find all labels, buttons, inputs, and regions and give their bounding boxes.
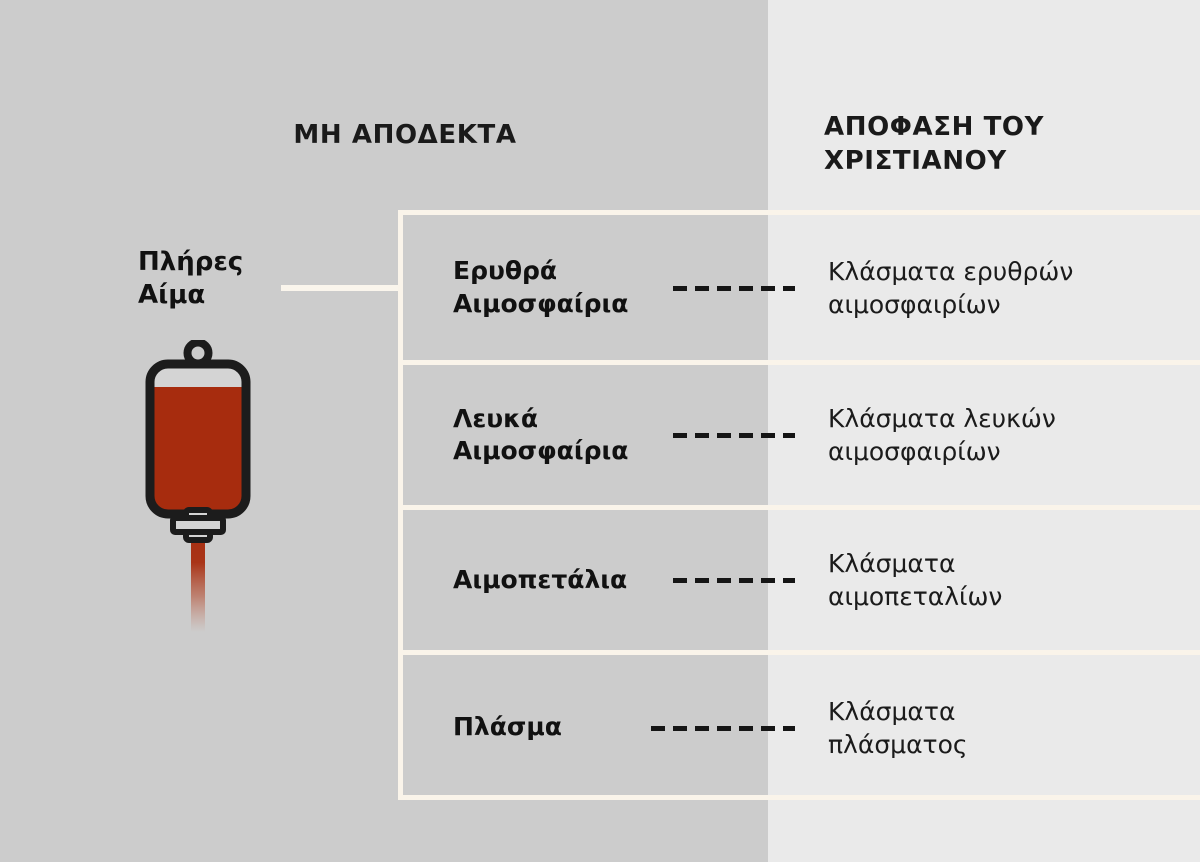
component-label: Αιμοπετάλια: [453, 564, 627, 597]
right-panel-background: [768, 0, 1200, 862]
fraction-cell: Κλάσματα ερυθρών αιμοσφαιρίων: [769, 215, 1200, 360]
component-label-line1: Πλάσμα: [453, 712, 562, 742]
column-header-christian-decision-line1: ΑΠΟΦΑΣΗ ΤΟΥ: [824, 112, 1045, 142]
fraction-label-line1: Κλάσματα ερυθρών: [828, 256, 1074, 286]
component-label-line1: Ερυθρά: [453, 256, 558, 285]
dashed-connector: [673, 285, 795, 291]
fraction-label: Κλάσματα πλάσματος: [828, 695, 968, 761]
fraction-label-line1: Κλάσματα: [828, 549, 956, 578]
table-row: Ερυθρά Αιμοσφαίρια Κλάσματα ερυθρών αιμο…: [403, 215, 1200, 360]
component-cell: Αιμοπετάλια: [403, 510, 795, 650]
component-label-line2: Αιμοσφαίρια: [453, 436, 629, 465]
dashed-connector: [651, 725, 795, 731]
fraction-label-line2: αιμοπεταλίων: [828, 582, 1003, 611]
fraction-label-line2: αιμοσφαιρίων: [828, 289, 1001, 319]
fraction-cell: Κλάσματα αιμοπεταλίων: [769, 510, 1200, 650]
fraction-label-line1: Κλάσματα λευκών: [828, 404, 1056, 433]
column-header-christian-decision: ΑΠΟΦΑΣΗ ΤΟΥ ΧΡΙΣΤΙΑΝΟΥ: [824, 111, 1164, 179]
whole-blood-connector-line: [281, 285, 399, 291]
component-label: Πλάσμα: [453, 711, 562, 744]
component-label: Λευκά Αιμοσφαίρια: [453, 403, 628, 468]
whole-blood-label-line2: Αίμα: [138, 280, 206, 311]
fraction-label: Κλάσματα ερυθρών αιμοσφαιρίων: [828, 255, 1073, 321]
fraction-label-line2: πλάσματος: [828, 729, 968, 759]
dashed-connector: [673, 433, 795, 438]
component-label: Ερυθρά Αιμοσφαίρια: [453, 255, 628, 320]
fraction-label: Κλάσματα λευκών αιμοσφαιρίων: [828, 402, 1056, 468]
whole-blood-label: Πλήρες Αίμα: [138, 246, 288, 313]
component-cell: Ερυθρά Αιμοσφαίρια: [403, 215, 795, 360]
whole-blood-label-line1: Πλήρες: [138, 247, 244, 277]
column-header-not-acceptable: ΜΗ ΑΠΟΔΕΚΤΑ: [293, 120, 517, 150]
table-row: Αιμοπετάλια Κλάσματα αιμοπεταλίων: [403, 505, 1200, 650]
table-row: Πλάσμα Κλάσματα πλάσματος: [403, 650, 1200, 800]
dashed-connector: [673, 578, 795, 583]
fraction-label-line1: Κλάσματα: [828, 696, 956, 726]
fraction-cell: Κλάσματα πλάσματος: [769, 655, 1200, 800]
component-cell: Λευκά Αιμοσφαίρια: [403, 365, 795, 505]
fraction-label: Κλάσματα αιμοπεταλίων: [828, 547, 1002, 613]
component-label-line1: Λευκά: [453, 403, 539, 433]
table-row: Λευκά Αιμοσφαίρια Κλάσματα λευκών αιμοσφ…: [403, 360, 1200, 505]
component-label-line1: Αιμοπετάλια: [453, 564, 628, 594]
components-table: Ερυθρά Αιμοσφαίρια Κλάσματα ερυθρών αιμο…: [398, 210, 1200, 800]
fraction-label-line2: αιμοσφαιρίων: [828, 437, 1001, 466]
blood-bag-icon: [128, 340, 268, 640]
column-header-christian-decision-line2: ΧΡΙΣΤΙΑΝΟΥ: [824, 145, 1007, 176]
component-cell: Πλάσμα: [403, 655, 795, 800]
component-label-line2: Αιμοσφαίρια: [453, 288, 629, 318]
fraction-cell: Κλάσματα λευκών αιμοσφαιρίων: [769, 365, 1200, 505]
